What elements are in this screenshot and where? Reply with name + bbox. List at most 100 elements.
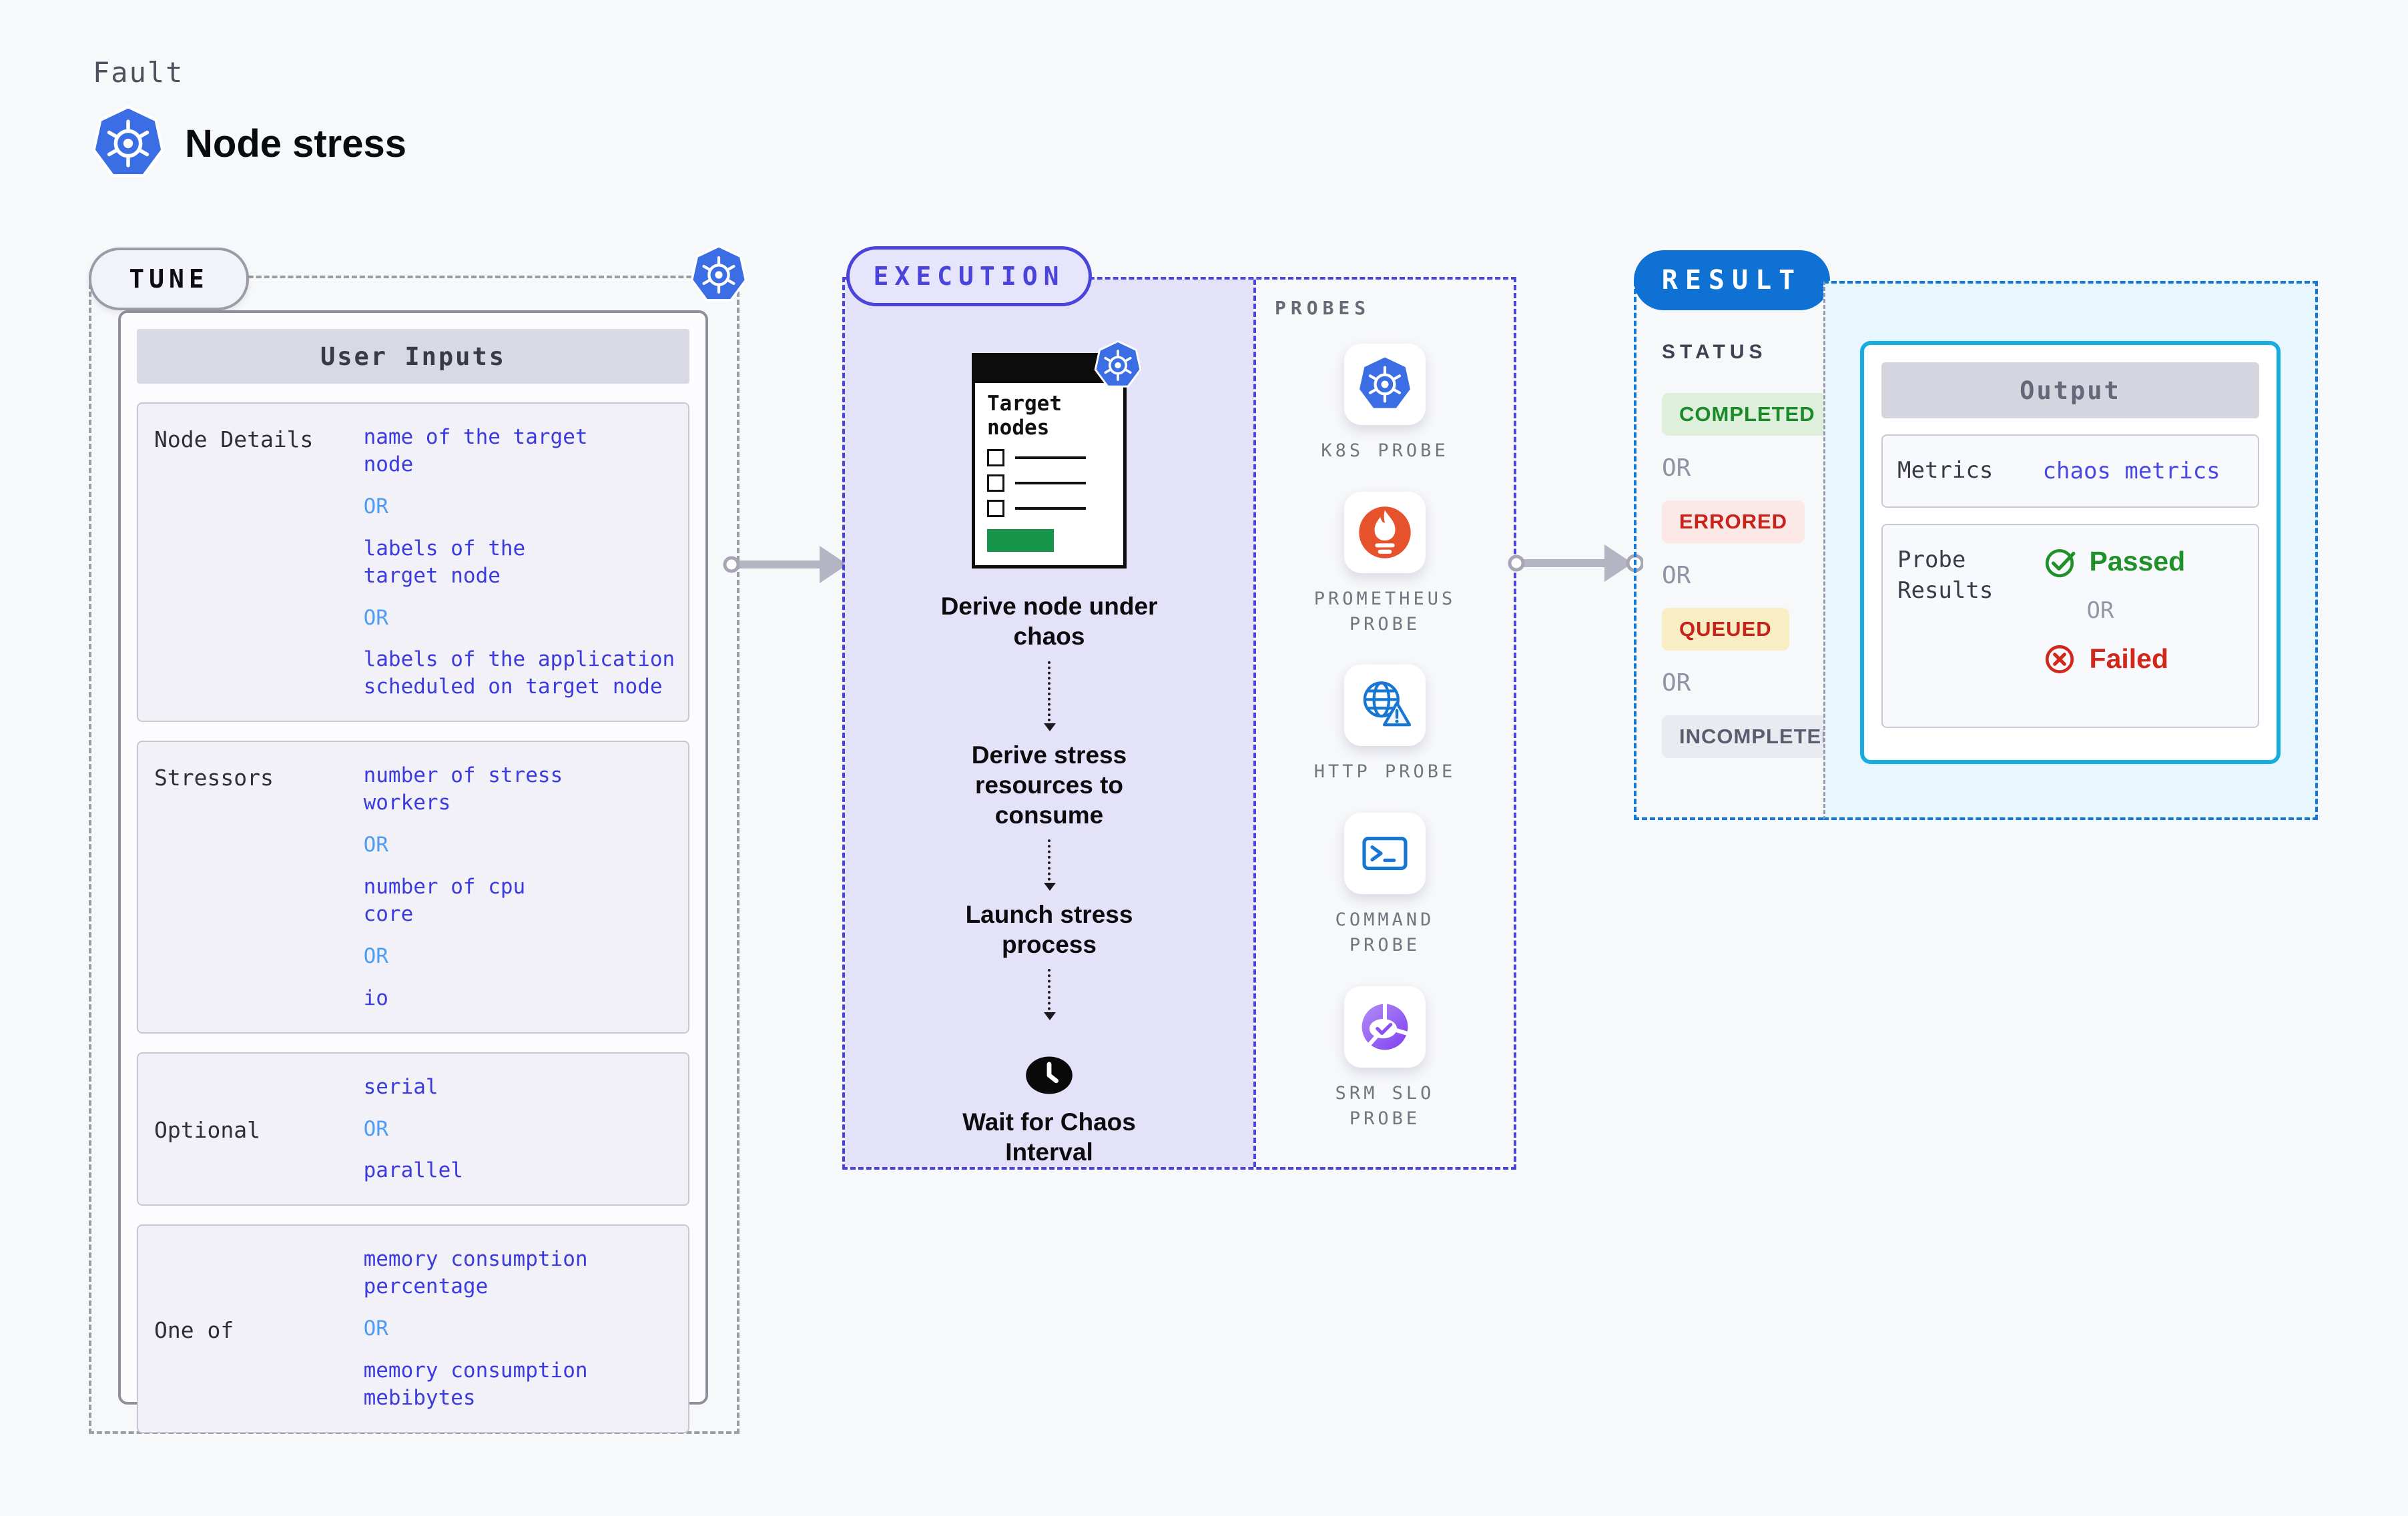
user-inputs-header: User Inputs xyxy=(137,329,689,384)
green-bar xyxy=(987,529,1054,552)
probe-results-row: Probe Results Passed OR xyxy=(1881,523,2259,728)
checklist-item xyxy=(987,500,1111,518)
or-separator: OR xyxy=(363,605,388,630)
execution-step-2: Derive stress resources to consume xyxy=(971,741,1127,829)
result-output-section: Output Metrics chaos metrics Probe Resul… xyxy=(1823,281,2318,820)
input-value: serial xyxy=(363,1074,438,1099)
x-circle-icon xyxy=(2045,645,2074,673)
status-badge-incompleted: INCOMPLETED xyxy=(1662,715,1855,758)
down-arrow-icon xyxy=(1044,661,1056,732)
table-row-optional: Optional serial OR parallel xyxy=(137,1052,689,1206)
line-placeholder xyxy=(1015,507,1086,510)
fault-title-block: Node stress xyxy=(91,105,406,181)
or-separator: OR xyxy=(363,1116,388,1141)
input-value: name of the target node xyxy=(363,425,588,476)
probes-heading: PROBES xyxy=(1275,297,1371,319)
srm-slo-icon xyxy=(1362,1002,1410,1050)
execution-step-1: Derive node under chaos xyxy=(940,593,1158,651)
kubernetes-icon xyxy=(91,105,165,181)
probe-label: PROMETHEUS PROBE xyxy=(1313,588,1456,635)
or-separator: OR xyxy=(363,1316,388,1341)
probe-label: HTTP PROBE xyxy=(1313,761,1456,783)
or-separator: OR xyxy=(363,943,388,968)
row-label: Stressors xyxy=(154,765,274,791)
terminal-icon xyxy=(1362,837,1408,871)
probe-item-srm-slo: SRM SLO PROBE xyxy=(1335,986,1435,1132)
metrics-value: chaos metrics xyxy=(2042,457,2220,484)
row-values: name of the target node OR labels of the… xyxy=(364,424,677,701)
row-values: serial OR parallel xyxy=(364,1074,677,1185)
row-label: One of xyxy=(154,1317,234,1344)
or-separator: OR xyxy=(1662,562,1691,589)
tune-section: TUNE User Inputs Node Details name of th… xyxy=(89,276,739,1434)
input-value: memory consumption mebibytes xyxy=(363,1359,588,1410)
execution-badge: EXECUTION xyxy=(846,246,1092,306)
execution-step-4: Wait for Chaos Interval xyxy=(962,1108,1136,1166)
output-card: Output Metrics chaos metrics Probe Resul… xyxy=(1860,341,2281,764)
failed-label: Failed xyxy=(2089,643,2169,675)
line-placeholder xyxy=(1015,456,1086,460)
prometheus-icon xyxy=(1359,506,1411,558)
probe-item-prometheus: PROMETHEUS PROBE xyxy=(1313,491,1456,637)
line-placeholder xyxy=(1015,482,1086,485)
clock-icon xyxy=(1026,1056,1073,1094)
metrics-row: Metrics chaos metrics xyxy=(1881,434,2259,508)
clipboard-title: Target nodes xyxy=(987,392,1062,440)
input-value: labels of the application scheduled on t… xyxy=(363,647,675,699)
http-globe-icon xyxy=(1363,681,1412,727)
status-badge-completed: COMPLETED xyxy=(1662,393,1833,436)
passed-line: Passed xyxy=(2043,545,2186,579)
arrow-probes-to-result xyxy=(1508,544,1643,582)
input-value: memory consumption percentage xyxy=(363,1247,588,1299)
row-values: number of stress workers OR number of cp… xyxy=(364,762,677,1012)
checkbox-icon xyxy=(987,500,1004,518)
down-arrow-icon xyxy=(1044,969,1056,1020)
probe-item-http: HTTP PROBE xyxy=(1314,665,1456,785)
down-arrow-icon xyxy=(1044,839,1056,891)
check-circle-icon xyxy=(2045,548,2075,578)
probe-label: COMMAND PROBE xyxy=(1335,909,1435,956)
input-value: number of stress workers xyxy=(363,763,563,815)
output-header: Output xyxy=(1881,362,2259,418)
probe-item-command: COMMAND PROBE xyxy=(1335,813,1435,958)
result-status-section: STATUS COMPLETED OR ERRORED OR QUEUED OR… xyxy=(1634,281,1855,820)
row-values: memory consumption percentage OR memory … xyxy=(364,1246,677,1412)
metrics-label: Metrics xyxy=(1897,457,1994,484)
probe-results-values: Passed OR Failed xyxy=(2043,545,2186,707)
probe-card xyxy=(1343,986,1426,1068)
status-badge-errored: ERRORED xyxy=(1662,500,1805,543)
kubernetes-icon xyxy=(1356,355,1414,414)
page-title: Node stress xyxy=(185,121,407,165)
target-nodes-graphic: Target nodes xyxy=(972,353,1127,569)
probes-panel: PROBES K8S PROBE PROMETHEUS PROBE xyxy=(1253,280,1514,1167)
input-value: number of cpu core xyxy=(363,874,526,926)
failed-line: Failed xyxy=(2043,643,2186,676)
or-separator: OR xyxy=(1662,669,1691,697)
table-row-node-details: Node Details name of the target node OR … xyxy=(137,402,689,723)
probe-card xyxy=(1344,491,1426,573)
probe-label: K8S PROBE xyxy=(1321,440,1449,461)
or-separator: OR xyxy=(1662,454,1691,482)
arrow-tune-to-execution xyxy=(723,546,858,583)
probe-label: SRM SLO PROBE xyxy=(1335,1082,1435,1129)
tune-badge: TUNE xyxy=(89,248,249,310)
input-value: io xyxy=(363,986,388,1010)
checklist-item xyxy=(987,474,1111,492)
probe-card xyxy=(1344,665,1426,747)
probe-card xyxy=(1344,344,1426,425)
execution-flow: Target nodes Derive node under chaos Der… xyxy=(845,280,1253,1167)
passed-label: Passed xyxy=(2089,546,2186,577)
row-label: Node Details xyxy=(154,426,314,452)
status-heading: STATUS xyxy=(1662,341,1767,363)
checkbox-icon xyxy=(987,474,1004,492)
or-separator: OR xyxy=(363,494,388,518)
execution-probes-section: EXECUTION Target nodes Derive node under… xyxy=(842,246,1516,1170)
row-label: Optional xyxy=(154,1117,260,1144)
user-inputs-table: User Inputs Node Details name of the tar… xyxy=(118,310,708,1433)
kubernetes-icon xyxy=(690,245,747,305)
status-badge-queued: QUEUED xyxy=(1662,608,1789,651)
input-value: labels of the target node xyxy=(363,536,526,588)
or-separator: OR xyxy=(363,833,388,857)
table-row-stressors: Stressors number of stress workers OR nu… xyxy=(137,741,689,1034)
probe-item-k8s: K8S PROBE xyxy=(1321,344,1448,464)
